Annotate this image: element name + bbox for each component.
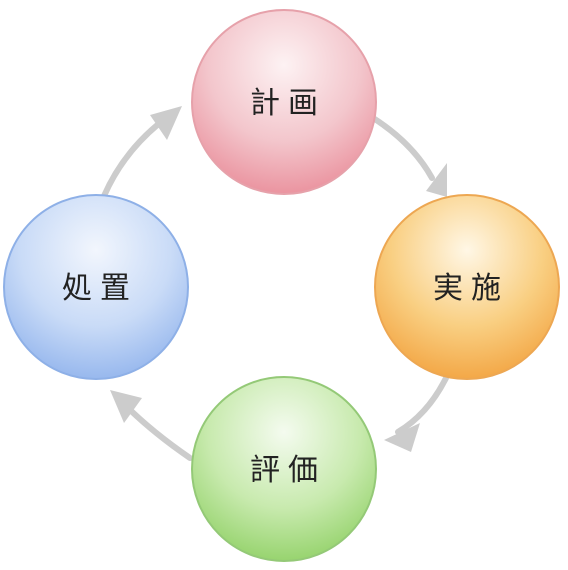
arrow-do-to-check-head [384,423,420,452]
arrow-act-to-plan [101,115,169,199]
cycle-arrows [101,106,449,461]
node-check: 評価 [191,376,377,562]
node-act: 処置 [3,194,189,380]
node-plan-label: 計画 [250,86,326,121]
arrow-check-to-act-head [110,390,142,423]
node-do-circle [374,194,560,380]
node-check-label: 評価 [250,453,326,488]
arrow-plan-to-do-head [426,163,447,197]
arrow-check-to-act [121,401,193,461]
node-plan: 計画 [191,9,377,195]
node-do: 実施 [374,194,560,380]
node-act-label: 処置 [62,271,138,306]
arrow-plan-to-do [367,113,435,181]
node-do-label: 実施 [433,271,509,306]
arrow-do-to-check [395,375,449,435]
node-act-circle [3,194,189,380]
node-check-circle [191,376,377,562]
node-plan-circle [191,9,377,195]
arrow-act-to-plan-head [150,106,182,140]
